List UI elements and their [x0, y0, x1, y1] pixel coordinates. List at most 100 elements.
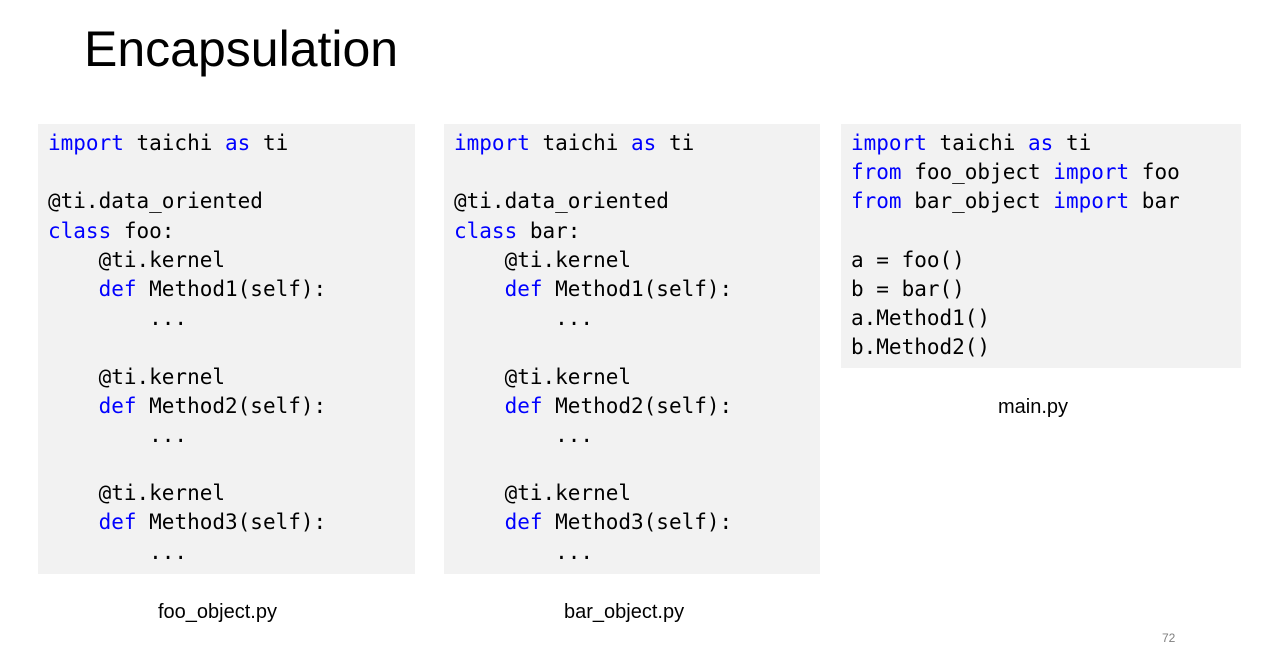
code-text: ...: [48, 422, 188, 447]
code-keyword: as: [1028, 131, 1054, 155]
slide-title: Encapsulation: [84, 21, 399, 77]
code-line: [48, 333, 405, 362]
code-text: @ti.data_oriented: [48, 189, 263, 214]
code-text: [48, 394, 99, 418]
code-text: b = bar(): [851, 276, 965, 301]
code-text: Method2(self):: [136, 393, 327, 418]
code-text: [48, 510, 99, 534]
code-line: import taichi as ti: [48, 129, 405, 158]
code-text: Method3(self):: [542, 510, 733, 535]
code-line: [48, 450, 405, 479]
code-line: @ti.kernel: [48, 479, 405, 508]
code-line: a = foo(): [851, 246, 1231, 275]
code-text: @ti.kernel: [454, 364, 632, 389]
code-text: bar_object: [901, 189, 1054, 214]
code-line: ...: [454, 538, 810, 567]
code-text: foo_object: [901, 160, 1054, 185]
code-text: ...: [454, 422, 594, 447]
code-keyword: def: [504, 393, 543, 418]
code-line: def Method3(self):: [48, 508, 405, 537]
code-text: [454, 394, 505, 418]
code-line: @ti.kernel: [454, 363, 810, 392]
code-line: @ti.kernel: [48, 246, 405, 275]
code-text: ti: [1053, 131, 1092, 155]
code-text: Method1(self):: [136, 276, 327, 301]
code-line: ...: [48, 304, 405, 333]
code-text: ...: [454, 539, 594, 564]
code-line: class bar:: [454, 217, 810, 246]
code-line: ...: [48, 421, 405, 450]
code-keyword: import: [48, 131, 124, 155]
code-line: [48, 158, 405, 187]
code-keyword: as: [631, 131, 657, 155]
code-text: @ti.kernel: [48, 247, 226, 272]
file-caption-main: main.py: [998, 396, 1069, 418]
code-line: def Method1(self):: [48, 275, 405, 304]
file-caption-bar-object: bar_object.py: [564, 601, 685, 623]
code-keyword: def: [98, 510, 137, 535]
code-text: taichi: [926, 131, 1029, 155]
code-line: import taichi as ti: [454, 129, 810, 158]
code-text: ...: [48, 539, 188, 564]
code-text: Method1(self):: [542, 276, 733, 301]
code-text: bar: [1129, 189, 1180, 214]
code-line: @ti.kernel: [454, 479, 810, 508]
file-caption-foo-object: foo_object.py: [158, 601, 277, 623]
code-line: a.Method1(): [851, 304, 1231, 333]
code-text: Method2(self):: [542, 393, 733, 418]
code-keyword: def: [504, 276, 543, 301]
code-line: from bar_object import bar: [851, 187, 1231, 216]
code-text: ti: [250, 131, 289, 155]
code-line: [454, 333, 810, 362]
code-text: foo: [1129, 160, 1180, 185]
code-text: @ti.kernel: [48, 481, 226, 506]
code-line: def Method1(self):: [454, 275, 810, 304]
code-text: a.Method1(): [851, 306, 991, 331]
code-keyword: def: [504, 510, 543, 535]
code-line: ...: [454, 421, 810, 450]
code-line: @ti.kernel: [48, 363, 405, 392]
code-line: from foo_object import foo: [851, 158, 1231, 187]
code-keyword: from: [851, 160, 902, 185]
code-text: taichi: [123, 131, 226, 155]
code-text: [454, 277, 505, 301]
code-text: b.Method2(): [851, 335, 991, 360]
code-keyword: import: [454, 131, 530, 155]
code-line: [454, 450, 810, 479]
code-line: @ti.data_oriented: [454, 187, 810, 216]
code-line: def Method3(self):: [454, 508, 810, 537]
page-number: 72: [1162, 631, 1176, 645]
code-keyword: class: [454, 218, 518, 243]
code-text: foo:: [111, 218, 175, 243]
code-keyword: import: [851, 131, 927, 155]
code-text: ...: [454, 306, 594, 331]
code-text: taichi: [529, 131, 632, 155]
code-line: @ti.kernel: [454, 246, 810, 275]
code-line: def Method2(self):: [48, 392, 405, 421]
code-text: @ti.kernel: [48, 364, 226, 389]
code-line: import taichi as ti: [851, 129, 1231, 158]
code-line: b = bar(): [851, 275, 1231, 304]
code-text: [48, 277, 99, 301]
code-line: b.Method2(): [851, 333, 1231, 362]
code-line: ...: [454, 304, 810, 333]
code-text: bar:: [517, 218, 581, 243]
code-line: class foo:: [48, 217, 405, 246]
code-text: ti: [656, 131, 695, 155]
code-line: [454, 158, 810, 187]
code-keyword: import: [1053, 160, 1130, 185]
code-line: ...: [48, 538, 405, 567]
code-text: @ti.data_oriented: [454, 189, 669, 214]
code-keyword: class: [48, 218, 112, 243]
code-text: [454, 510, 505, 534]
code-line: [851, 217, 1231, 246]
code-text: @ti.kernel: [454, 247, 632, 272]
code-keyword: def: [98, 393, 137, 418]
code-keyword: as: [225, 131, 251, 155]
code-text: @ti.kernel: [454, 481, 632, 506]
code-keyword: import: [1053, 189, 1130, 214]
code-text: ...: [48, 306, 188, 331]
